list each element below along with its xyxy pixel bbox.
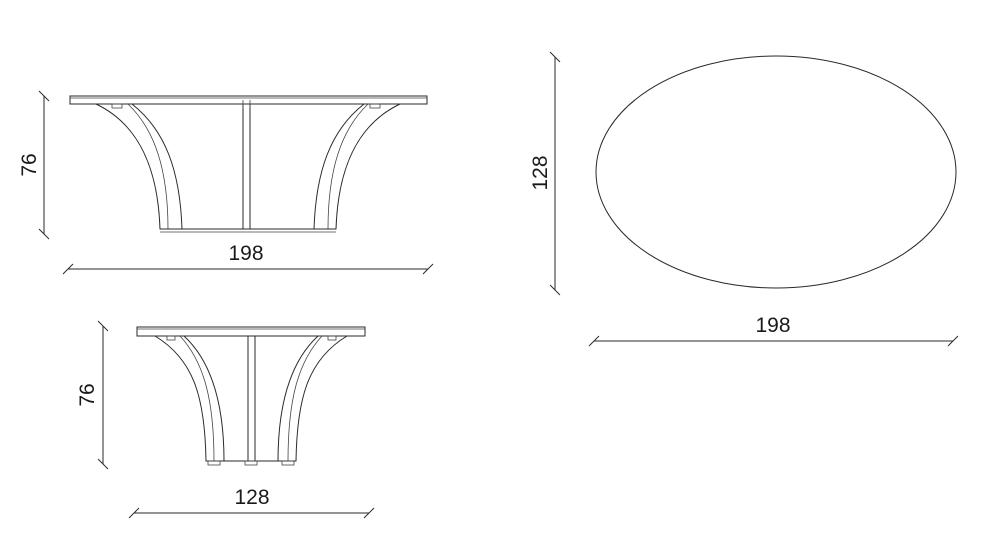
top-view: 128 198: [529, 51, 959, 347]
top-height-label: 128: [529, 155, 552, 190]
front-tabletop: [69, 95, 428, 105]
top-width-label: 198: [755, 314, 790, 337]
front-height-label: 76: [18, 153, 41, 176]
side-view: 76 128: [76, 320, 375, 519]
side-tabletop: [136, 326, 366, 337]
front-right-leg: [313, 103, 401, 230]
front-width-label: 198: [228, 242, 263, 265]
top-oval-tabletop: [595, 55, 957, 289]
front-view: 76 198: [18, 90, 434, 275]
side-width-label: 128: [234, 486, 269, 509]
front-left-leg: [95, 103, 183, 230]
side-height-label: 76: [76, 383, 99, 406]
